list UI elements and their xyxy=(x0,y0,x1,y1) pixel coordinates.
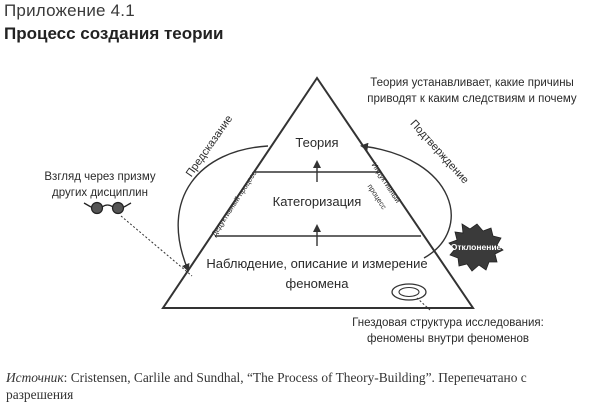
note-other-disciplines-line1: Взгляд через призму xyxy=(44,171,155,183)
prediction-arc xyxy=(177,145,269,272)
note-nested-line2: феномены внутри феноменов xyxy=(367,333,529,345)
confirmation-arc xyxy=(360,142,452,259)
level-categorization: Категоризация xyxy=(273,194,362,209)
label-prediction: Предсказание xyxy=(184,113,235,179)
note-theory-line1: Теория устанавливает, какие причины xyxy=(370,77,574,89)
nested-ellipses-icon xyxy=(391,283,427,301)
level-observation-line1: Наблюдение, описание и измерение xyxy=(206,256,427,271)
note-other-disciplines-line2: других дисциплин xyxy=(52,187,148,199)
level-theory: Теория xyxy=(295,135,338,150)
anomaly-burst-icon: Отклонение xyxy=(448,223,504,272)
glasses-icon xyxy=(83,201,132,215)
note-theory-line2: приводят к каким следствиям и почему xyxy=(367,93,577,105)
source-note: Источник: Cristensen, Carlile and Sundha… xyxy=(6,369,596,403)
note-nested-line1: Гнездовая структура исследования: xyxy=(352,317,544,329)
glasses-pointer xyxy=(120,215,193,277)
appendix-label: Приложение 4.1 xyxy=(4,1,135,20)
source-label: Источник xyxy=(6,370,64,385)
level-observation-line2: феномена xyxy=(286,276,350,291)
nested-pointer xyxy=(416,297,431,311)
pyramid-outline xyxy=(161,76,475,309)
figure-title: Процесс создания теории xyxy=(4,24,224,43)
label-confirmation: Подтверждение xyxy=(408,118,471,187)
source-text: : Cristensen, Carlile and Sundhal, “The … xyxy=(6,370,527,402)
anomaly-label: Отклонение xyxy=(451,242,502,252)
